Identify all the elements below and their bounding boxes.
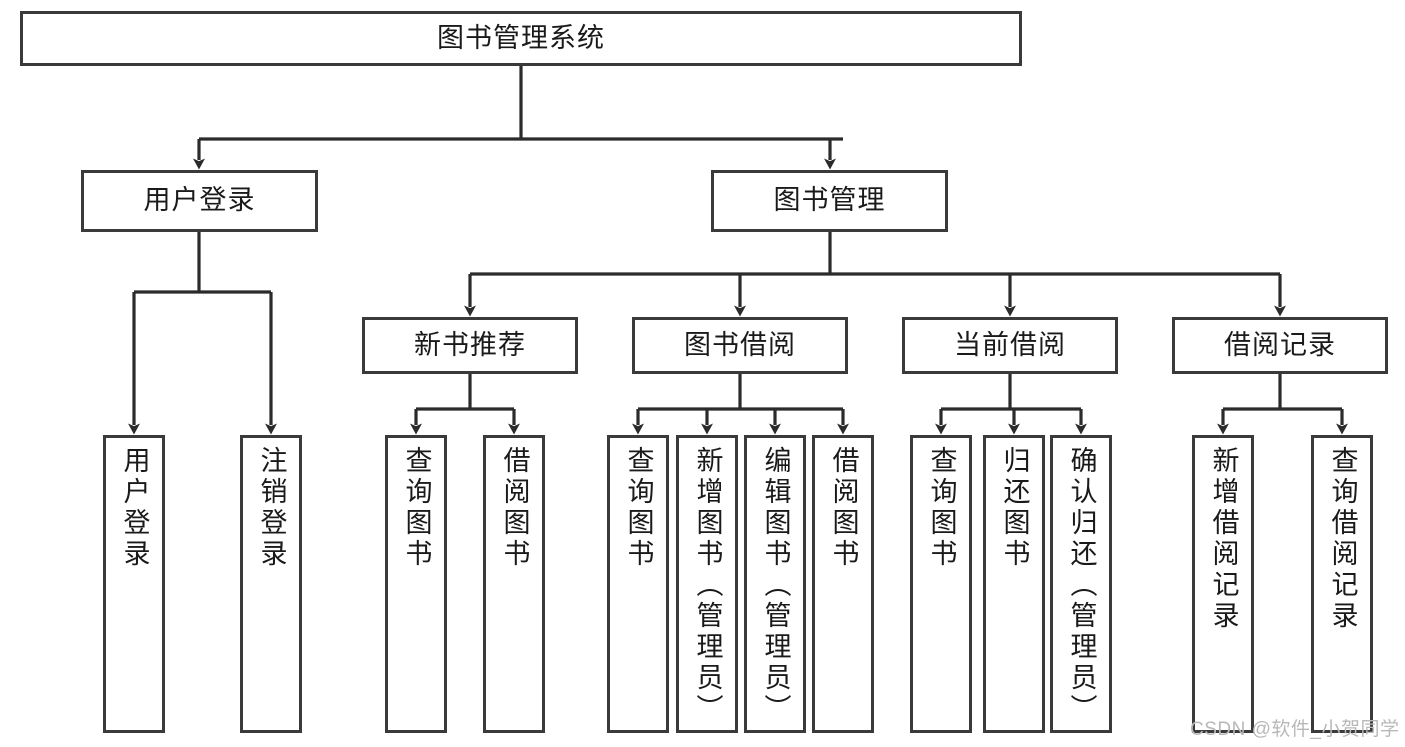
node-leaf-query-book-1[interactable]: 查询图书 [385,435,447,733]
node-book-borrow[interactable]: 图书借阅 [632,317,848,374]
node-leaf-query-book-3[interactable]: 查询图书 [910,435,972,733]
node-leaf-query-borrow-record-label: 查询借阅记录 [1327,446,1358,632]
node-leaf-query-book-1-label: 查询图书 [401,446,432,570]
node-current-borrow-label: 当前借阅 [954,329,1066,360]
node-root-label: 图书管理系统 [437,22,605,53]
node-user-login-label: 用户登录 [143,185,256,216]
node-leaf-query-book-2-label: 查询图书 [623,446,654,570]
node-borrow-record-label: 借阅记录 [1224,329,1336,360]
node-new-book-recommend[interactable]: 新书推荐 [362,317,578,374]
node-leaf-edit-book-admin-label: 编辑图书（管理员） [760,446,791,725]
node-leaf-return-book[interactable]: 归还图书 [983,435,1045,733]
node-book-borrow-label: 图书借阅 [684,329,796,360]
node-new-book-recommend-label: 新书推荐 [414,329,526,360]
node-leaf-borrow-book-1-label: 借阅图书 [499,446,530,570]
node-leaf-query-book-2[interactable]: 查询图书 [607,435,669,733]
node-leaf-add-book-admin-label: 新增图书（管理员） [692,446,723,725]
node-leaf-borrow-book-1[interactable]: 借阅图书 [483,435,545,733]
node-leaf-add-borrow-record-label: 新增借阅记录 [1208,446,1239,632]
node-leaf-logout-label: 注销登录 [256,446,287,570]
node-leaf-add-borrow-record[interactable]: 新增借阅记录 [1192,435,1254,733]
node-borrow-record[interactable]: 借阅记录 [1172,317,1388,374]
node-leaf-query-borrow-record[interactable]: 查询借阅记录 [1311,435,1373,733]
node-leaf-query-book-3-label: 查询图书 [926,446,957,570]
node-root-system[interactable]: 图书管理系统 [20,11,1022,66]
node-book-manage-label: 图书管理 [773,185,886,216]
node-leaf-user-login-label: 用户登录 [119,446,150,570]
node-leaf-add-book-admin[interactable]: 新增图书（管理员） [676,435,738,733]
node-leaf-logout[interactable]: 注销登录 [240,435,302,733]
node-current-borrow[interactable]: 当前借阅 [902,317,1118,374]
node-leaf-user-login[interactable]: 用户登录 [103,435,165,733]
node-leaf-borrow-book-2[interactable]: 借阅图书 [812,435,874,733]
node-leaf-edit-book-admin[interactable]: 编辑图书（管理员） [744,435,806,733]
node-leaf-borrow-book-2-label: 借阅图书 [828,446,859,570]
node-user-login[interactable]: 用户登录 [81,170,318,232]
watermark-text: CSDN @软件_小贺同学 [1190,719,1400,740]
node-leaf-confirm-return-admin[interactable]: 确认归还（管理员） [1050,435,1112,733]
node-book-manage[interactable]: 图书管理 [711,170,948,232]
node-leaf-return-book-label: 归还图书 [999,446,1030,570]
node-leaf-confirm-return-admin-label: 确认归还（管理员） [1066,446,1097,725]
